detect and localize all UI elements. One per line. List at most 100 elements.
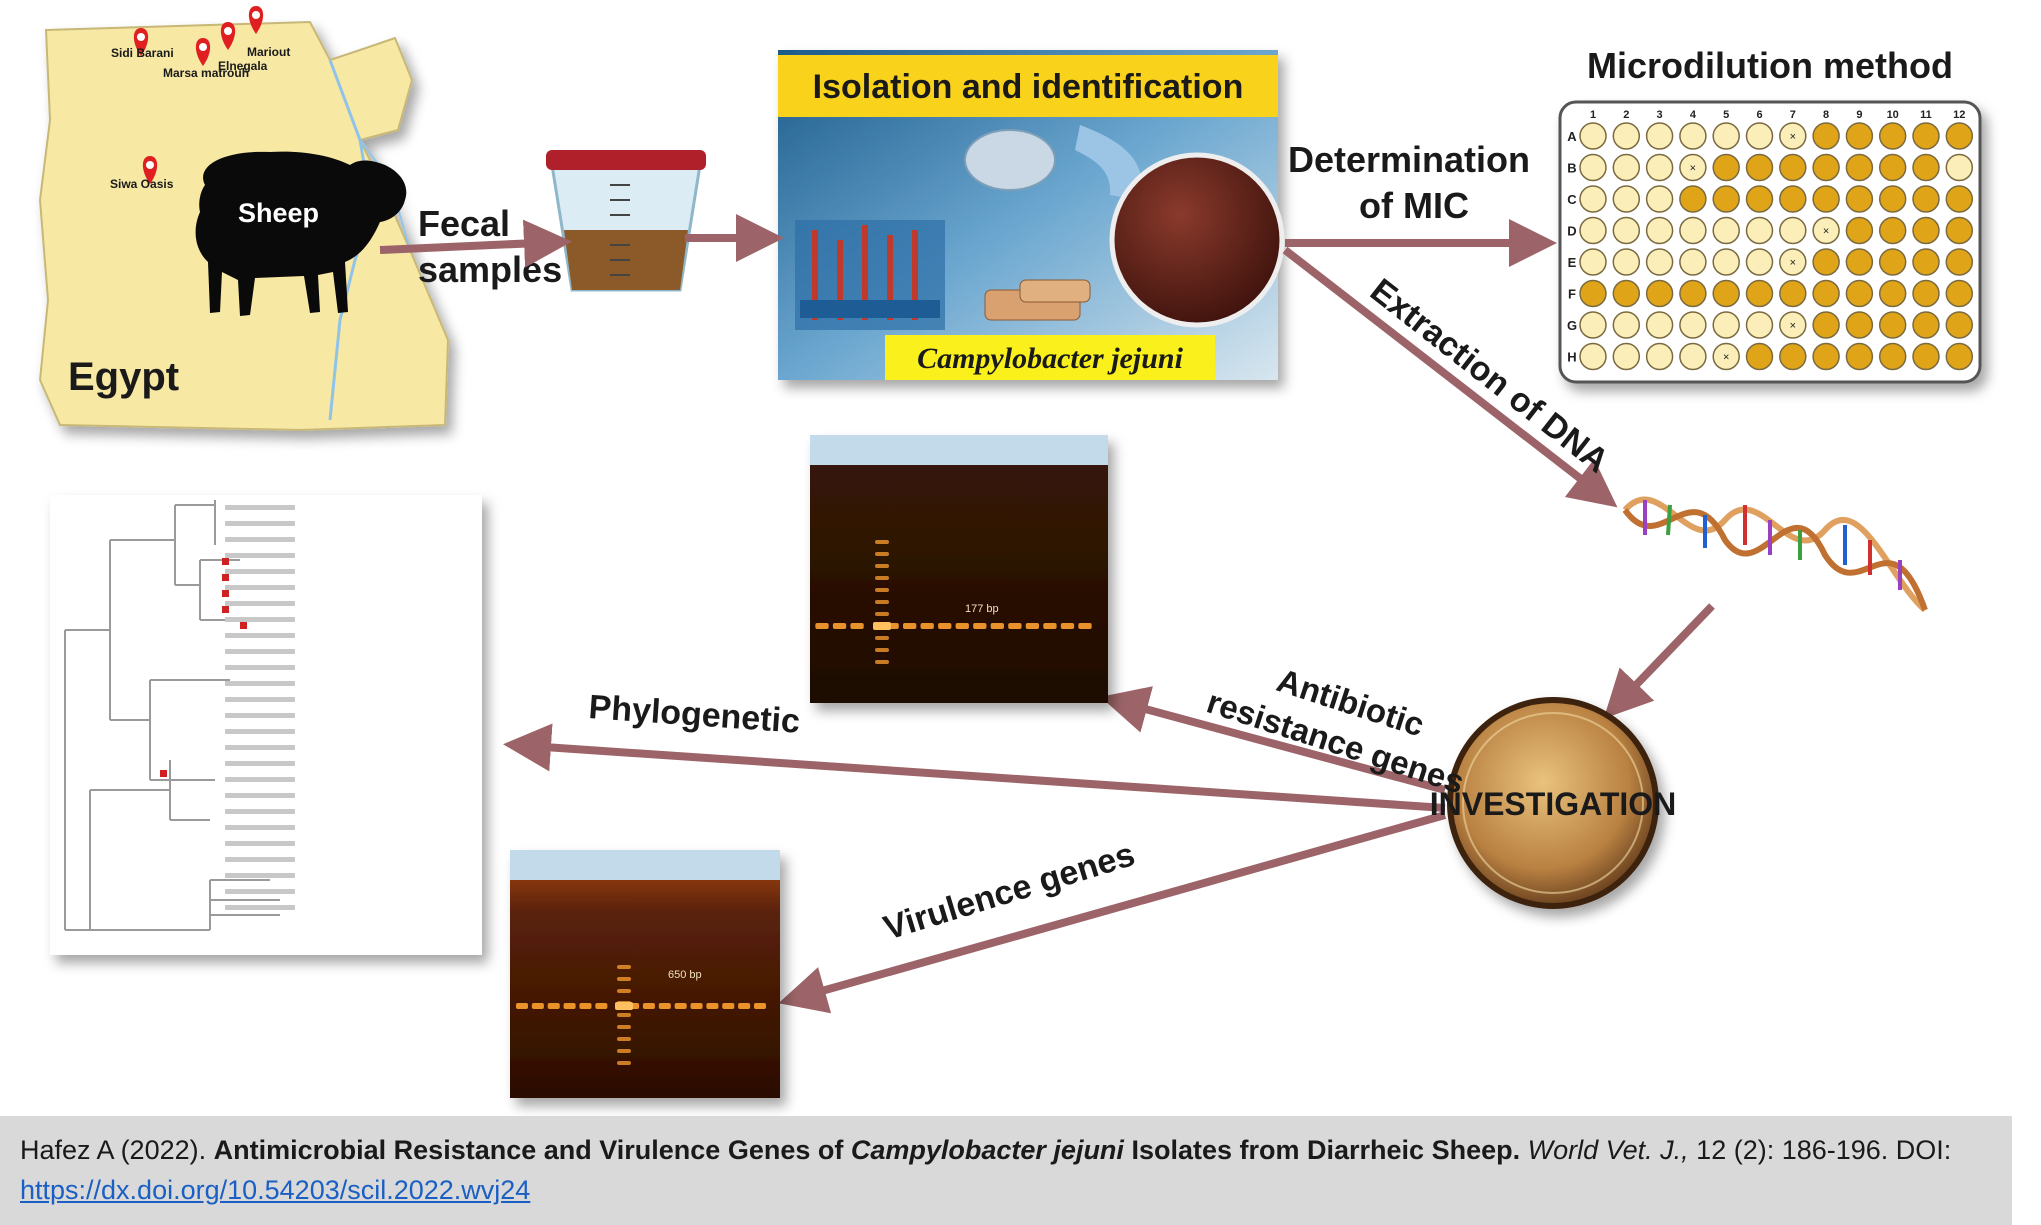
gel-band (753, 1003, 767, 1009)
gel-band (579, 1003, 592, 1009)
plate-column-label: 10 (1887, 109, 1899, 121)
plate-well (1612, 342, 1641, 371)
fecal-samples-label: Fecal samples (418, 203, 562, 290)
location-label: Elnegala (218, 59, 268, 73)
dna-helix-icon (1622, 496, 1928, 613)
ladder-band (617, 989, 631, 993)
arrow-map-to-samples (379, 219, 572, 268)
tree-highlight-marker (240, 622, 247, 629)
plate-well (1845, 153, 1874, 182)
resistance-gel-bands (815, 540, 1092, 664)
plate-column-label: 8 (1823, 109, 1829, 121)
sample-cup-icon (546, 150, 706, 292)
plate-well (1745, 122, 1774, 150)
citation-doi-link[interactable]: https://dx.doi.org/10.54203/scil.2022.wv… (20, 1175, 531, 1205)
well-x-marker: × (1723, 352, 1729, 364)
microdilution-title: Microdilution method (1587, 45, 1953, 86)
tree-leaf-label (225, 841, 295, 846)
antibiotic-resistance-label: Antibiotic resistance genes (1203, 643, 1482, 801)
plate-column-label: 4 (1690, 109, 1697, 121)
plate-well (1579, 248, 1607, 276)
plate-well (1712, 216, 1740, 245)
flow-arrows (379, 214, 1715, 1014)
plate-well (1645, 153, 1674, 182)
map-location-pins (133, 6, 264, 184)
gel-band (563, 1003, 576, 1009)
plate-well (1878, 216, 1907, 245)
plate-well (1745, 279, 1774, 308)
plate-well (1845, 185, 1874, 213)
plate-well (1745, 185, 1774, 213)
ladder-band (617, 977, 631, 981)
location-pin-icon (220, 22, 236, 50)
gel-band (903, 623, 917, 629)
ladder-band (617, 1049, 631, 1053)
gel-band (595, 1003, 608, 1009)
plate-well (1679, 279, 1707, 308)
plate-well (1679, 216, 1707, 245)
plate-well (1878, 153, 1907, 182)
plate-well (1679, 311, 1707, 339)
arrow-investigation-to-resistance (1100, 686, 1447, 794)
tree-leaf-label (225, 793, 295, 798)
plate-well (1712, 185, 1740, 213)
plate-well (1679, 122, 1707, 150)
location-label: Mariout (247, 45, 290, 59)
citation-title-part1: Antimicrobial Resistance and Virulence G… (213, 1135, 844, 1165)
plate-well (1912, 279, 1940, 308)
gel-band (1060, 623, 1075, 629)
gel-band (973, 623, 987, 629)
plate-well (1878, 185, 1907, 213)
plate-well (1878, 342, 1907, 371)
plate-well (1912, 342, 1940, 371)
plate-well (1712, 153, 1740, 182)
ladder-band (875, 600, 889, 604)
plate-well (1612, 279, 1641, 308)
tree-leaf-label (225, 681, 295, 686)
sheep-icon (195, 151, 407, 316)
plate-well (1745, 216, 1774, 245)
ladder-band (617, 1013, 631, 1017)
plate-well (1579, 216, 1607, 245)
plate-well (1779, 153, 1807, 182)
tree-leaf-label (225, 713, 295, 718)
arrow-investigation-to-virulence (778, 811, 1447, 1014)
plate-well (1612, 216, 1641, 245)
plate-row-label: C (1567, 192, 1577, 207)
plate-column-label: 7 (1790, 109, 1796, 121)
plate-well (1912, 153, 1940, 182)
gel-band (990, 623, 1004, 629)
plate-well (1812, 216, 1840, 245)
plate-well (1579, 153, 1607, 182)
citation-box: Hafez A (2022). Antimicrobial Resistance… (0, 1116, 2012, 1225)
tree-leaf-label (225, 585, 295, 590)
tree-highlight-marker (222, 590, 229, 597)
plate-column-label: 6 (1756, 109, 1762, 121)
organism-label: Campylobacter jejuni (917, 342, 1183, 375)
isolation-title: Isolation and identification (813, 68, 1244, 106)
tree-leaf-label (225, 601, 295, 606)
plate-well (1845, 311, 1874, 339)
citation-volume: 12 (2): 186-196. DOI: (1696, 1135, 1952, 1165)
plate-well (1878, 311, 1907, 339)
plate-well (1645, 216, 1674, 245)
plate-well (1945, 216, 1974, 245)
plate-well (1745, 153, 1774, 182)
plate-well (1612, 153, 1641, 182)
plate-well (1745, 248, 1774, 276)
gel-band (706, 1003, 719, 1009)
citation-journal: World Vet. J., (1527, 1135, 1689, 1165)
plate-well (1612, 122, 1641, 150)
well-x-marker: × (1690, 163, 1696, 175)
plate-well (1779, 311, 1807, 339)
gel-band (815, 623, 829, 629)
tree-leaf-label (225, 745, 295, 750)
plate-well (1645, 185, 1674, 213)
plate-well (1812, 122, 1840, 150)
gel-band (515, 1003, 529, 1009)
investigation-label: INVESTIGATION (1430, 786, 1677, 822)
tree-leaf-label (225, 825, 295, 830)
plate-row-label: H (1567, 350, 1576, 365)
investigation-badge (1447, 697, 1659, 909)
plate-well (1679, 153, 1707, 182)
